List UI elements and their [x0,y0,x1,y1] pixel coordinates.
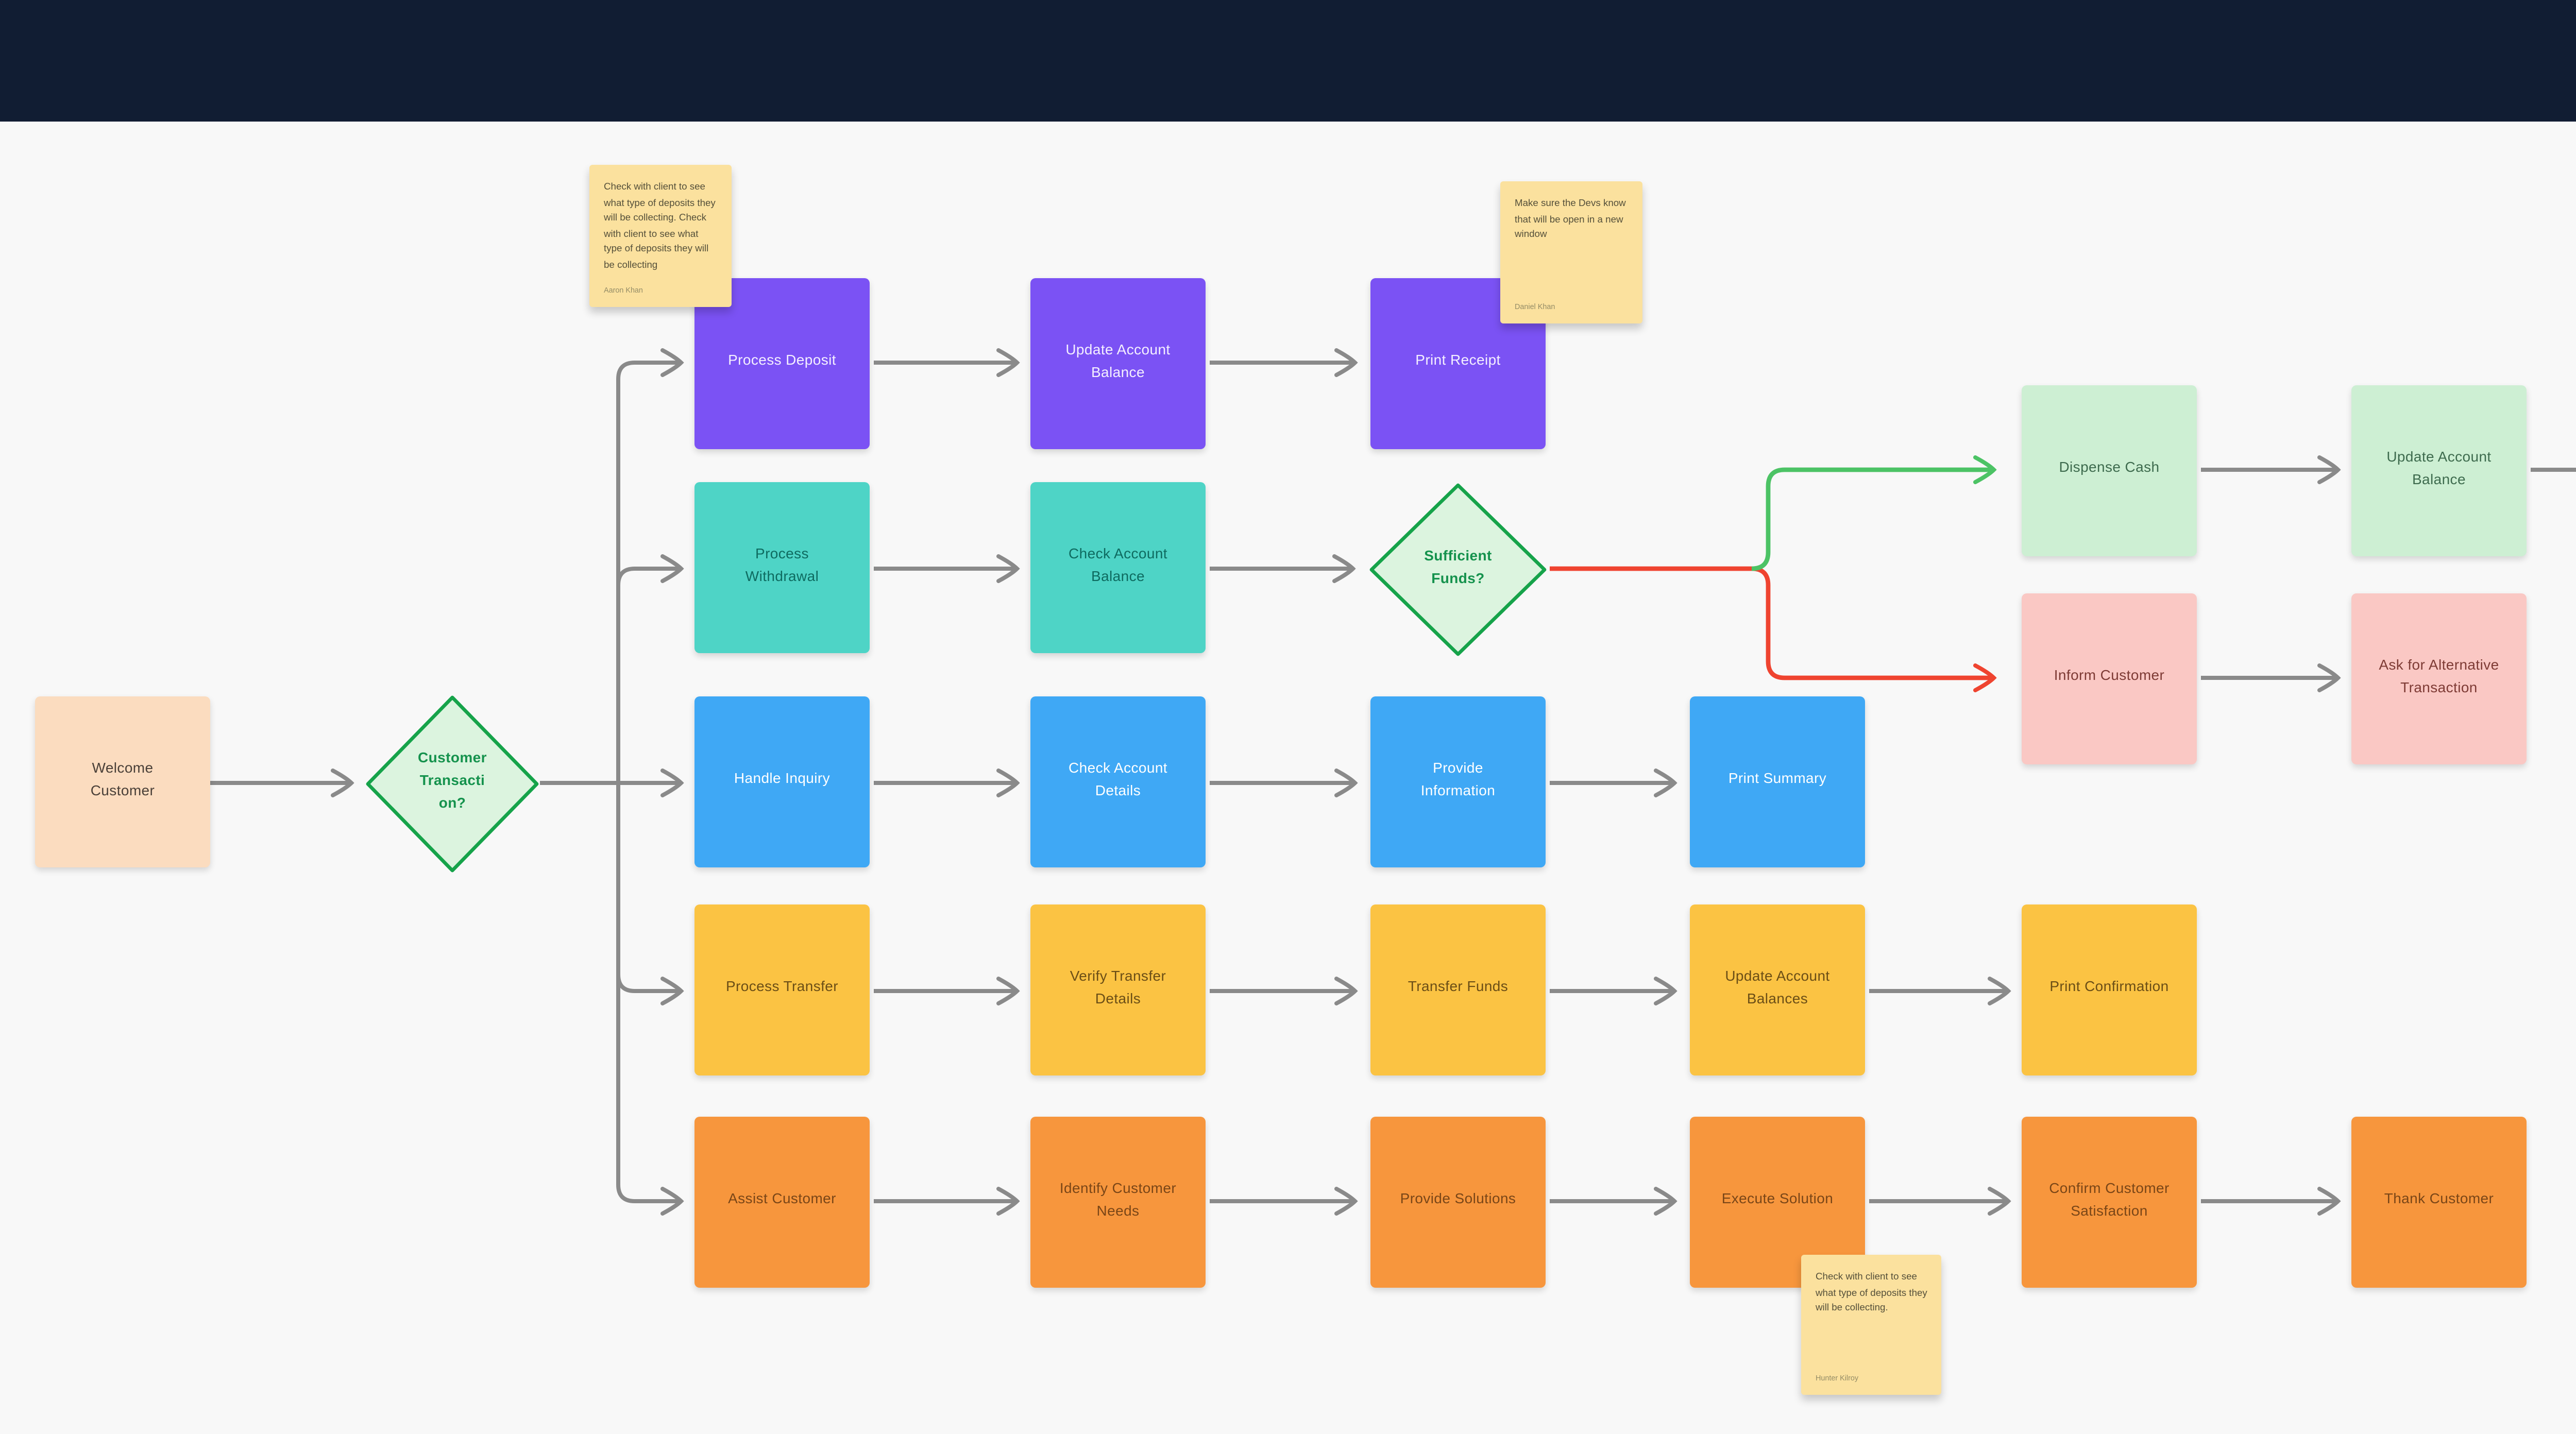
sticky-note-author: Aaron Khan [604,286,643,295]
node-identify-customer-needs[interactable]: Identify Customer Needs [1030,1117,1206,1288]
node-process-withdrawal[interactable]: Process Withdrawal [694,482,870,653]
node-label: Inform Customer [2054,670,2165,685]
sticky-note-text: Check with client to see what type of de… [604,181,716,269]
sticky-note-text: Check with client to see what type of de… [1816,1271,1927,1313]
node-label: Verify Transfer Details [1070,969,1166,1006]
node-provide-solutions[interactable]: Provide Solutions [1370,1117,1546,1288]
node-process-transfer[interactable]: Process Transfer [694,904,870,1076]
node-label: Process Transfer [725,981,838,996]
node-check-account-balance[interactable]: Check Account Balance [1030,482,1206,653]
sticky-note-deposit[interactable]: Check with client to see what type of de… [589,165,732,307]
node-confirm-customer-satisfaction[interactable]: Confirm Customer Satisfaction [2022,1117,2197,1288]
node-label: Thank Customer [2384,1193,2494,1208]
node-decision-customer-transaction[interactable]: Customer Transacti on? [365,694,540,874]
connector-insufficient-funds-no[interactable] [1550,566,1997,692]
connector-branch-to-process-transfer[interactable] [616,783,684,1005]
node-label: Check Account Balance [1069,547,1167,584]
connector-sufficient-funds-yes[interactable] [1751,455,1997,571]
sticky-note-text: Make sure the Devs know that will be ope… [1515,198,1626,240]
connector-branch-to-assist-customer[interactable] [616,783,684,1216]
node-print-confirmation[interactable]: Print Confirmation [2022,904,2197,1076]
node-label: Print Receipt [1415,354,1501,369]
diamond-shape-icon [366,695,539,873]
node-label: Execute Solution [1721,1193,1834,1208]
node-label: Welcome Customer [90,761,155,798]
node-label: Ask for Alternative Transaction [2379,658,2499,695]
node-handle-inquiry[interactable]: Handle Inquiry [694,696,870,867]
diamond-shape-icon [1369,483,1547,656]
node-update-account-balance-deposit[interactable]: Update Account Balance [1030,278,1206,449]
node-label: Sufficient Funds? [1424,549,1492,586]
node-provide-information[interactable]: Provide Information [1370,696,1546,867]
node-update-account-balance-withdrawal[interactable]: Update Account Balance [2351,385,2527,556]
node-inform-customer[interactable]: Inform Customer [2022,593,2197,764]
sticky-note-solution[interactable]: Check with client to see what type of de… [1801,1255,1941,1395]
app-header [0,0,2576,122]
node-dispense-cash[interactable]: Dispense Cash [2022,385,2197,556]
node-label: Identify Customer Needs [1059,1182,1177,1219]
node-label: Handle Inquiry [734,773,831,788]
node-label: Provide Information [1420,761,1496,798]
node-decision-sufficient-funds[interactable]: Sufficient Funds? [1368,482,1548,657]
node-ask-alternative-transaction[interactable]: Ask for Alternative Transaction [2351,593,2527,764]
sticky-note-author: Hunter Kilroy [1816,1374,1859,1382]
connector-branch-to-process-withdrawal[interactable] [616,554,684,783]
node-welcome-customer[interactable]: Welcome Customer [35,696,210,867]
node-verify-transfer-details[interactable]: Verify Transfer Details [1030,904,1206,1076]
node-label: Customer Transacti on? [418,752,487,812]
node-label: Process Withdrawal [745,547,819,584]
node-label: Confirm Customer Satisfaction [2049,1182,2170,1219]
node-label: Print Confirmation [2049,981,2169,996]
node-label: Update Account Balances [1725,969,1830,1006]
node-label: Check Account Details [1069,761,1167,798]
sticky-note-receipt[interactable]: Make sure the Devs know that will be ope… [1500,181,1642,323]
node-check-account-details[interactable]: Check Account Details [1030,696,1206,867]
node-label: Update Account Balance [2386,450,2492,487]
node-label: Provide Solutions [1400,1193,1516,1208]
node-print-summary[interactable]: Print Summary [1690,696,1865,867]
node-label: Print Summary [1728,773,1827,788]
node-label: Update Account Balance [1065,343,1171,380]
node-label: Transfer Funds [1408,981,1509,996]
node-assist-customer[interactable]: Assist Customer [694,1117,870,1288]
node-label: Dispense Cash [2059,462,2160,476]
sticky-note-author: Daniel Khan [1515,303,1555,311]
node-update-account-balances[interactable]: Update Account Balances [1690,904,1865,1076]
node-thank-customer[interactable]: Thank Customer [2351,1117,2527,1288]
node-label: Process Deposit [728,354,836,369]
node-transfer-funds[interactable]: Transfer Funds [1370,904,1546,1076]
connector-branch-to-process-deposit[interactable] [616,348,684,783]
node-label: Assist Customer [728,1193,836,1208]
